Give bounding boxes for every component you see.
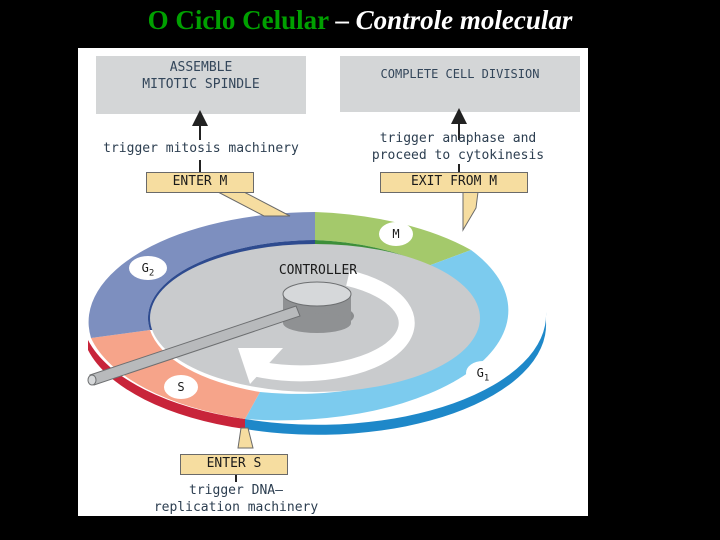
segment-g1 (245, 250, 509, 421)
trigger-dna-label-line2: replication machinery (153, 500, 319, 515)
bubble-s (164, 375, 198, 399)
bubble-g2 (129, 256, 167, 280)
inner-rim-m (315, 240, 428, 271)
title-dash: – (328, 5, 356, 35)
knob-top (282, 281, 352, 307)
title-part-1: O Ciclo Celular (147, 5, 329, 35)
enter-m-callout: ENTER M (146, 172, 254, 193)
exit-m-callout: EXIT FROM M (380, 172, 528, 193)
phase-g1-label: G1 (466, 366, 500, 383)
enter-s-callout: ENTER S (180, 454, 288, 475)
ring-side-g1 (245, 312, 547, 435)
bubble-m (379, 222, 413, 246)
title-part-2: Controle molecular (355, 5, 573, 35)
phase-g1-subscript: 1 (483, 373, 490, 384)
ring-side-s (88, 340, 245, 429)
phase-g2-subscript: 2 (148, 268, 155, 279)
segment-s (91, 330, 260, 419)
diagram-graphics (87, 108, 547, 482)
exit-m-pointer (462, 191, 479, 232)
complete-division-label: COMPLETE CELL DIVISION (380, 67, 540, 81)
complete-division-box (340, 56, 580, 112)
trigger-dna-label-line1: trigger DNA– (189, 483, 283, 498)
phase-s-label: S (177, 380, 185, 394)
assemble-spindle-box (96, 56, 306, 114)
enter-s-pointer (237, 427, 254, 449)
slide-title: O Ciclo Celular – Controle molecular (0, 4, 720, 36)
circular-arrow-head (238, 348, 283, 384)
phase-g2-label: G2 (129, 261, 167, 278)
trigger-anaphase-label-line1: trigger anaphase and (379, 131, 537, 146)
pointer-tip (87, 374, 97, 386)
trigger-mitosis-label: trigger mitosis machinery (103, 141, 299, 156)
assemble-spindle-label-line2: MITOTIC SPINDLE (142, 77, 260, 92)
knob-base (283, 313, 351, 333)
segment-g2 (88, 212, 315, 338)
phase-m-label: M (392, 227, 400, 241)
cell-cycle-diagram: ASSEMBLE MITOTIC SPINDLE COMPLETE CELL D… (78, 48, 588, 516)
assemble-spindle-label-line1: ASSEMBLE (169, 60, 233, 75)
trigger-anaphase-label-line2: proceed to cytokinesis (371, 148, 545, 163)
controller-label: CONTROLLER (278, 263, 358, 278)
phase-g2-letter: G (141, 261, 149, 275)
phase-g1-letter: G (476, 366, 484, 380)
bubble-g1 (466, 361, 500, 385)
circular-arrow (251, 270, 415, 382)
enter-m-pointer (217, 191, 291, 217)
